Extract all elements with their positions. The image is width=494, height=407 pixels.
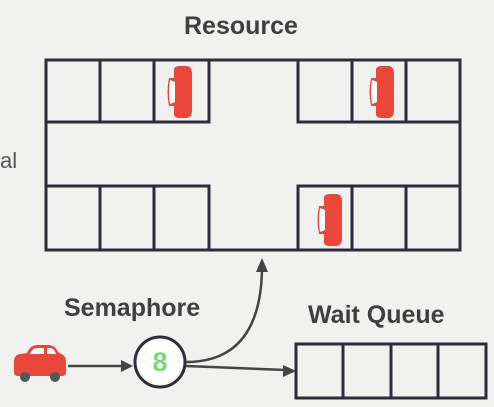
arrow-to-wait-queue (185, 364, 296, 377)
arrow-to-semaphore (68, 360, 133, 372)
resource-outline (44, 58, 462, 252)
cropped-text-fragment: al (0, 148, 18, 173)
resource-bottom-left-slots (44, 184, 211, 252)
wait-queue-label: Wait Queue (308, 301, 445, 329)
car-icon (369, 66, 394, 118)
resource-top-right-slots (296, 58, 462, 124)
semaphore-count: 8 (152, 346, 168, 377)
waiting-car-icon (14, 345, 66, 382)
car-icon (167, 66, 192, 118)
wait-queue-slots (294, 342, 488, 400)
car-icon (317, 194, 342, 246)
semaphore-counter (133, 335, 187, 389)
resource-top-left-slots (44, 58, 211, 124)
resource-bottom-right-slots (296, 184, 462, 252)
arrow-to-resource (185, 258, 268, 364)
resource-title: Resource (184, 12, 298, 40)
semaphore-label: Semaphore (64, 294, 201, 322)
